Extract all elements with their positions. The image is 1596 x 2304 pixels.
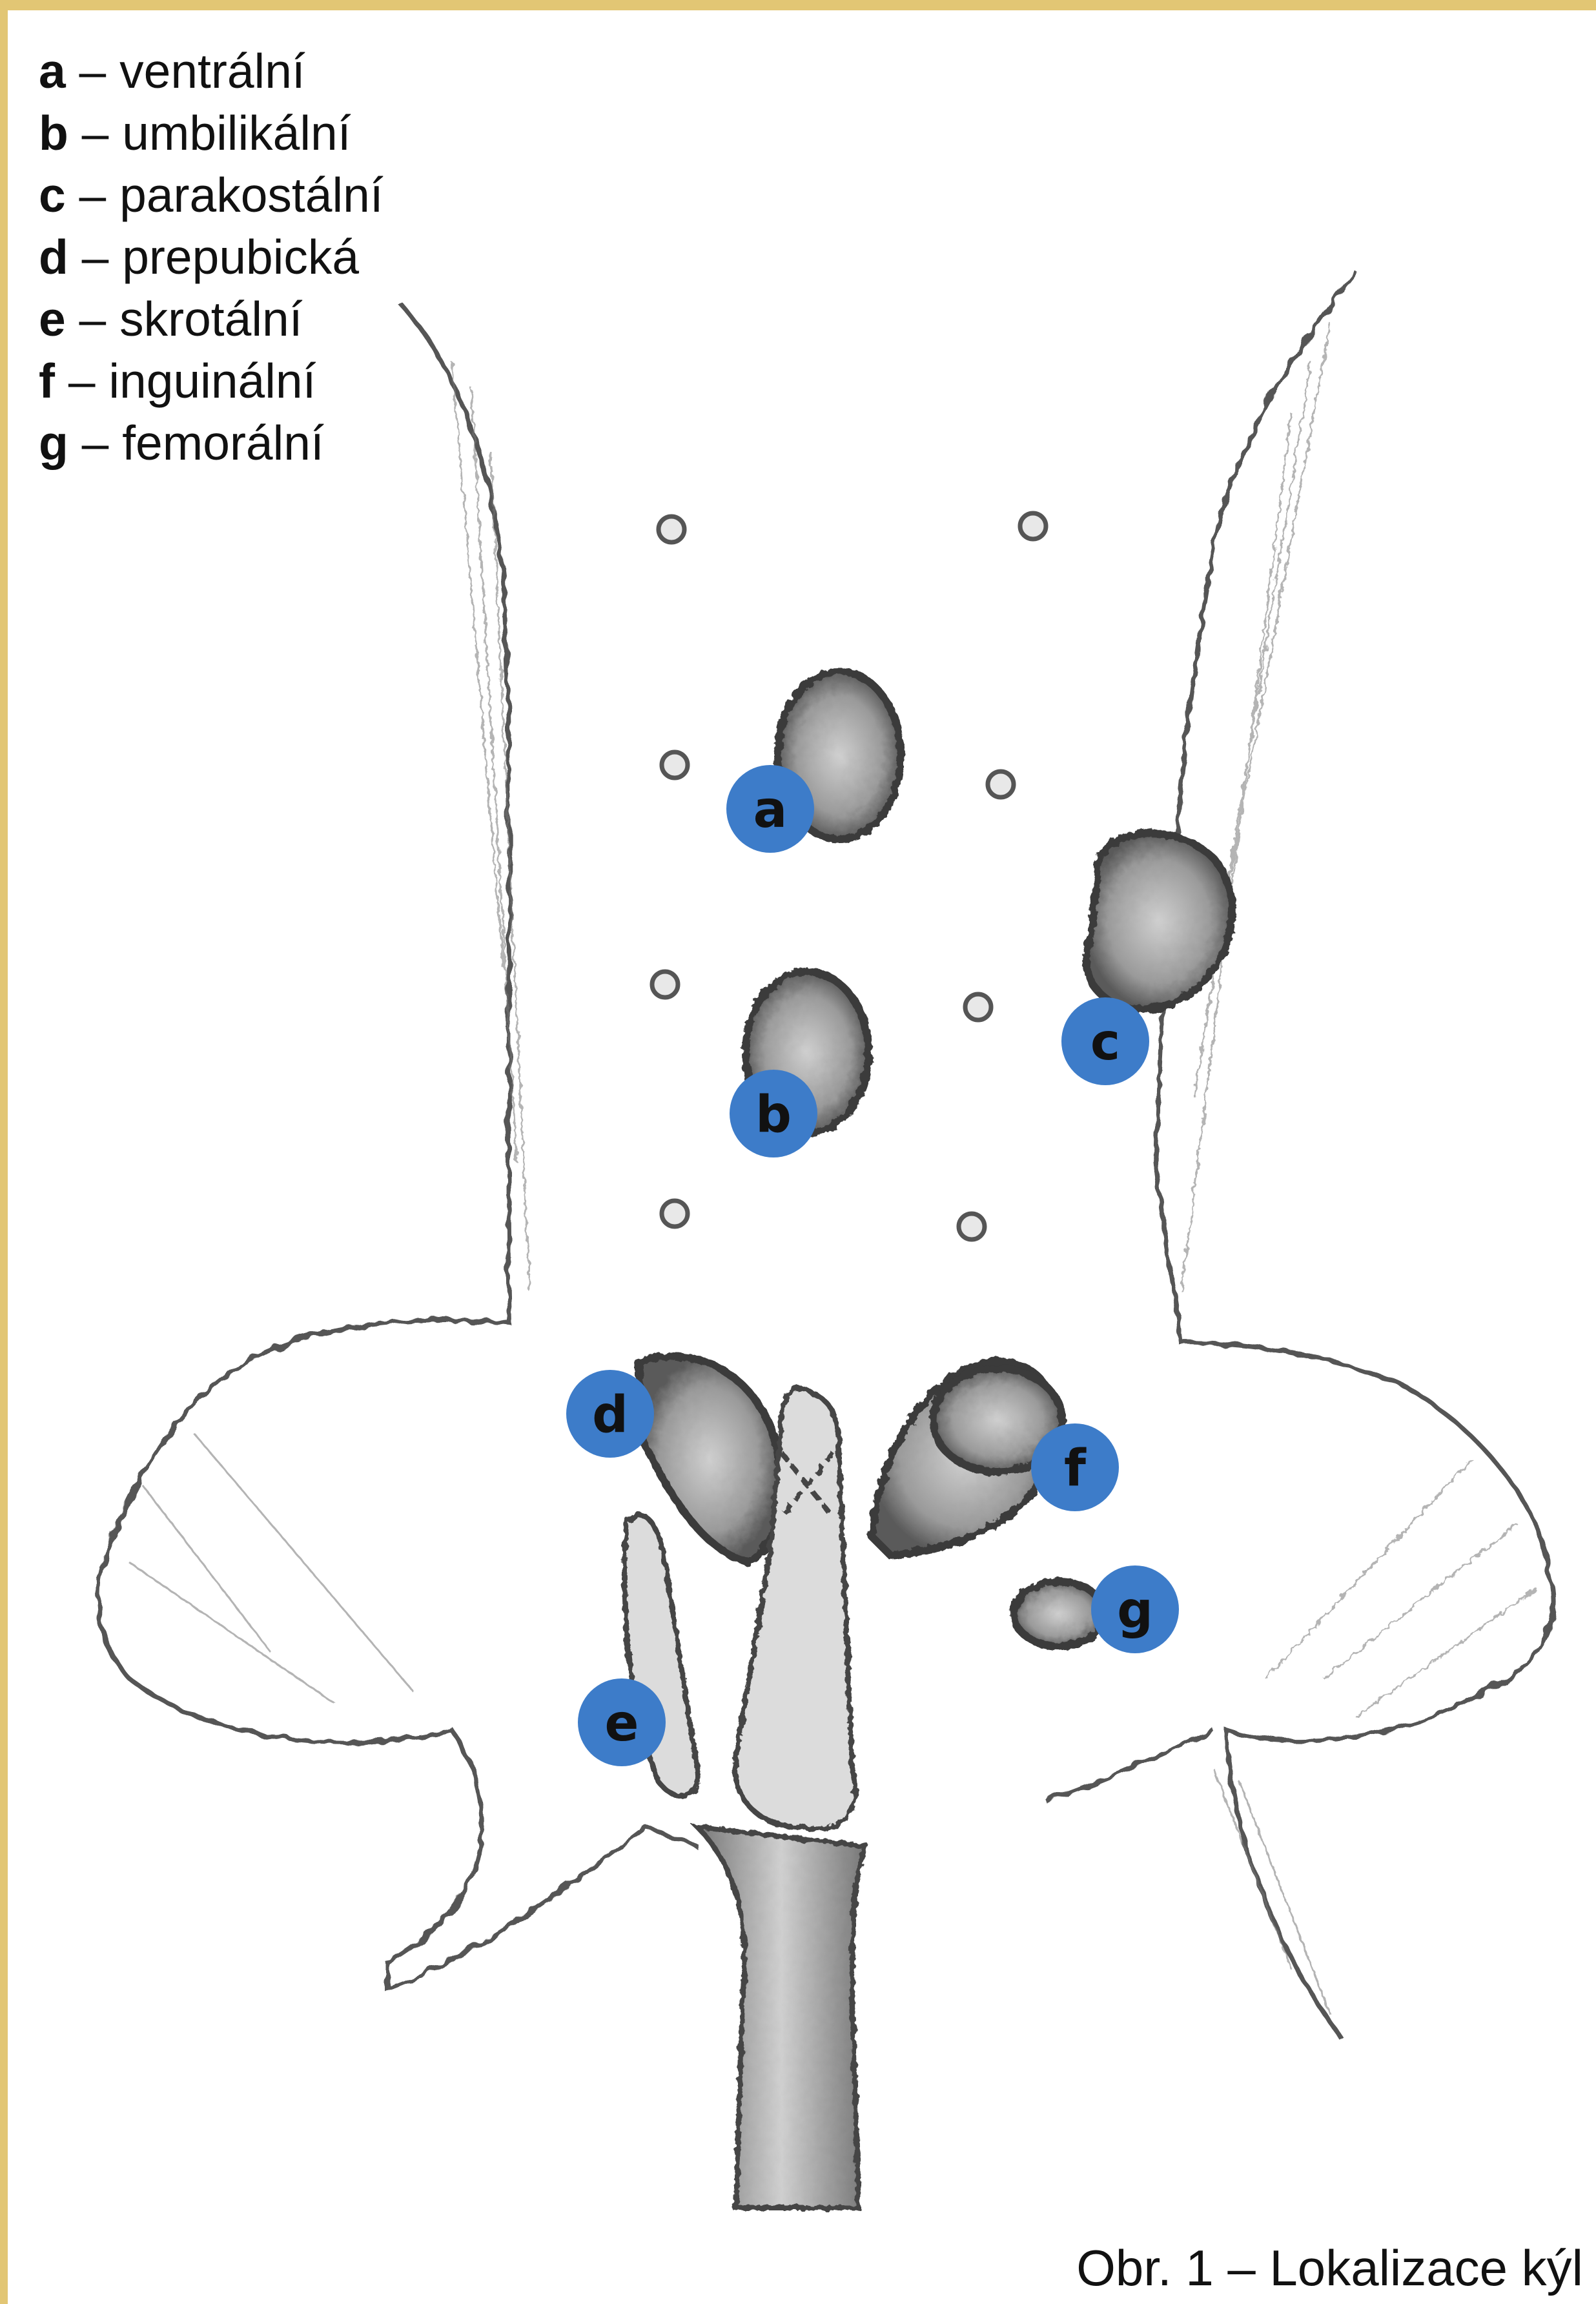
svg-text:g: g	[1117, 1582, 1153, 1640]
svg-text:c: c	[1090, 1014, 1120, 1072]
marker-f: f	[1031, 1423, 1119, 1511]
nipples	[652, 513, 1046, 1239]
legend-item: e – skrotální	[39, 288, 384, 350]
svg-text:e: e	[605, 1695, 639, 1753]
legend-item: f – inguinální	[39, 350, 384, 412]
marker-b: b	[730, 1070, 817, 1157]
legend-item: a – ventrální	[39, 40, 384, 102]
legend-item: g – femorální	[39, 412, 384, 474]
figure-caption: Obr. 1 – Lokalizace kýl	[1076, 2239, 1583, 2298]
marker-a: a	[726, 765, 814, 853]
marker-g: g	[1091, 1565, 1179, 1653]
marker-e: e	[578, 1678, 666, 1766]
legend-item: b – umbilikální	[39, 102, 384, 164]
hernia-legend: a – ventrální b – umbilikální c – parako…	[39, 40, 384, 474]
legend-item: d – prepubická	[39, 226, 384, 288]
tail	[697, 1827, 865, 2208]
svg-text:a: a	[753, 781, 788, 839]
marker-c: c	[1061, 997, 1149, 1085]
svg-text:f: f	[1064, 1440, 1087, 1498]
marker-d: d	[566, 1370, 654, 1458]
svg-text:b: b	[755, 1086, 792, 1144]
svg-text:d: d	[592, 1386, 628, 1444]
legend-item: c – parakostální	[39, 164, 384, 226]
